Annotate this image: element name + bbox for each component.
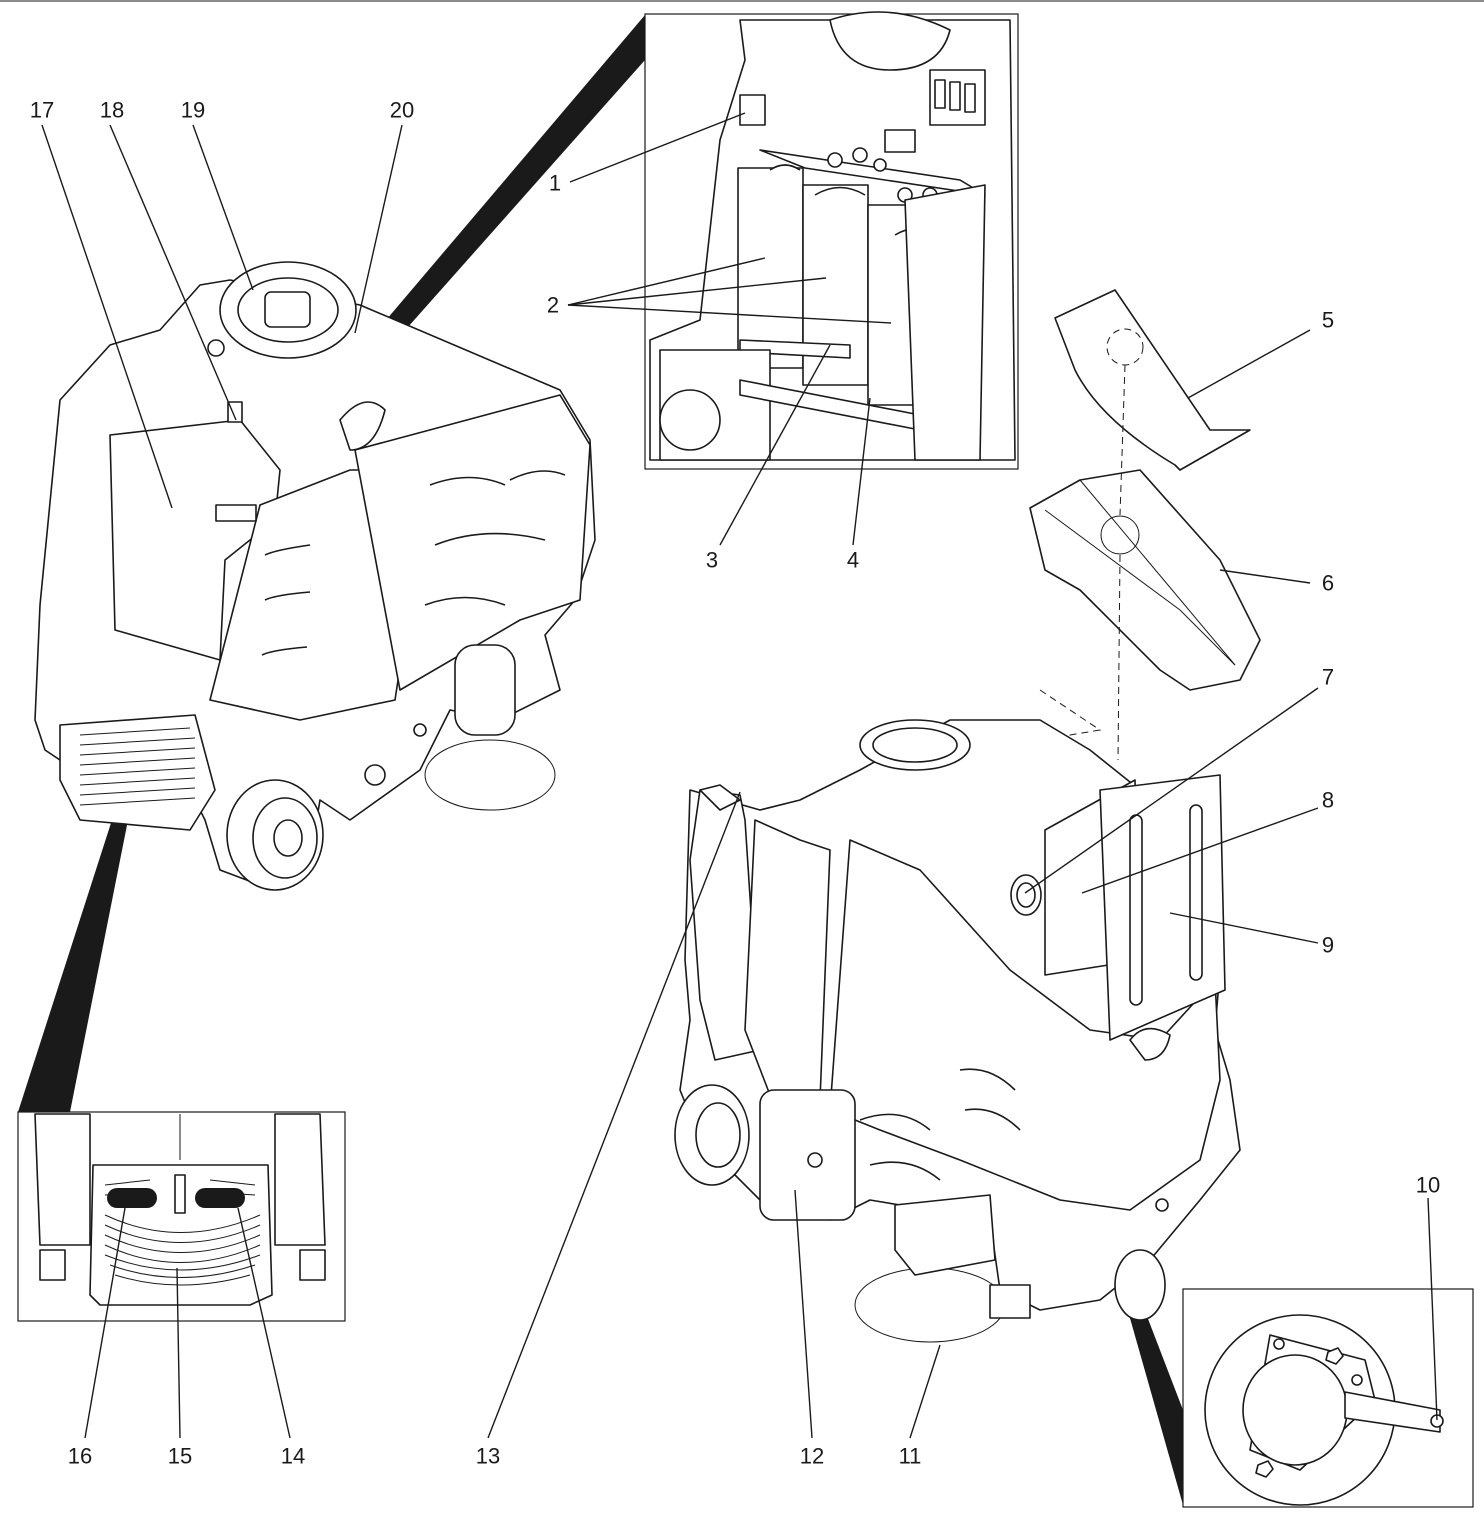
- callout-3: 3: [706, 548, 718, 573]
- callout-7: 7: [1322, 665, 1334, 690]
- battery-compartment-drawing: [649, 11, 1016, 461]
- wheel-detail-drawing: [1204, 1314, 1444, 1506]
- callout-18: 18: [100, 98, 124, 123]
- callout-10: 10: [1416, 1173, 1440, 1198]
- callout-19: 19: [181, 98, 205, 123]
- filter-axis-line-lower: [1117, 554, 1121, 761]
- callout-15: 15: [168, 1444, 192, 1469]
- zoom-wedge-wheel: [1122, 1285, 1183, 1505]
- callout-6: 6: [1322, 571, 1334, 596]
- callout-17: 17: [30, 98, 54, 123]
- callout-11: 11: [899, 1444, 922, 1469]
- callout-14: 14: [281, 1444, 305, 1469]
- callout-8: 8: [1322, 788, 1334, 813]
- filter-axis-line: [1119, 364, 1126, 516]
- callout-labels: 1 2 3 4 5 6 7 8 9 10 11 12 13 14 15 16 1…: [30, 98, 1440, 1469]
- callout-2: 2: [547, 293, 559, 318]
- zoom-wedge-pedal: [18, 795, 132, 1112]
- callout-16: 16: [68, 1444, 92, 1469]
- leader-lines: [41, 112, 1438, 1439]
- callout-1: 1: [549, 171, 561, 196]
- filter-housing-drawing: [1029, 469, 1261, 691]
- callout-20: 20: [390, 98, 414, 123]
- callout-5: 5: [1322, 308, 1334, 333]
- callout-13: 13: [476, 1444, 500, 1469]
- callout-12: 12: [800, 1444, 824, 1469]
- machine-front-view: [34, 261, 596, 891]
- callout-4: 4: [847, 548, 859, 573]
- pedal-drawing: [34, 1113, 326, 1306]
- callout-9: 9: [1322, 933, 1334, 958]
- machine-rear-view: [674, 719, 1241, 1343]
